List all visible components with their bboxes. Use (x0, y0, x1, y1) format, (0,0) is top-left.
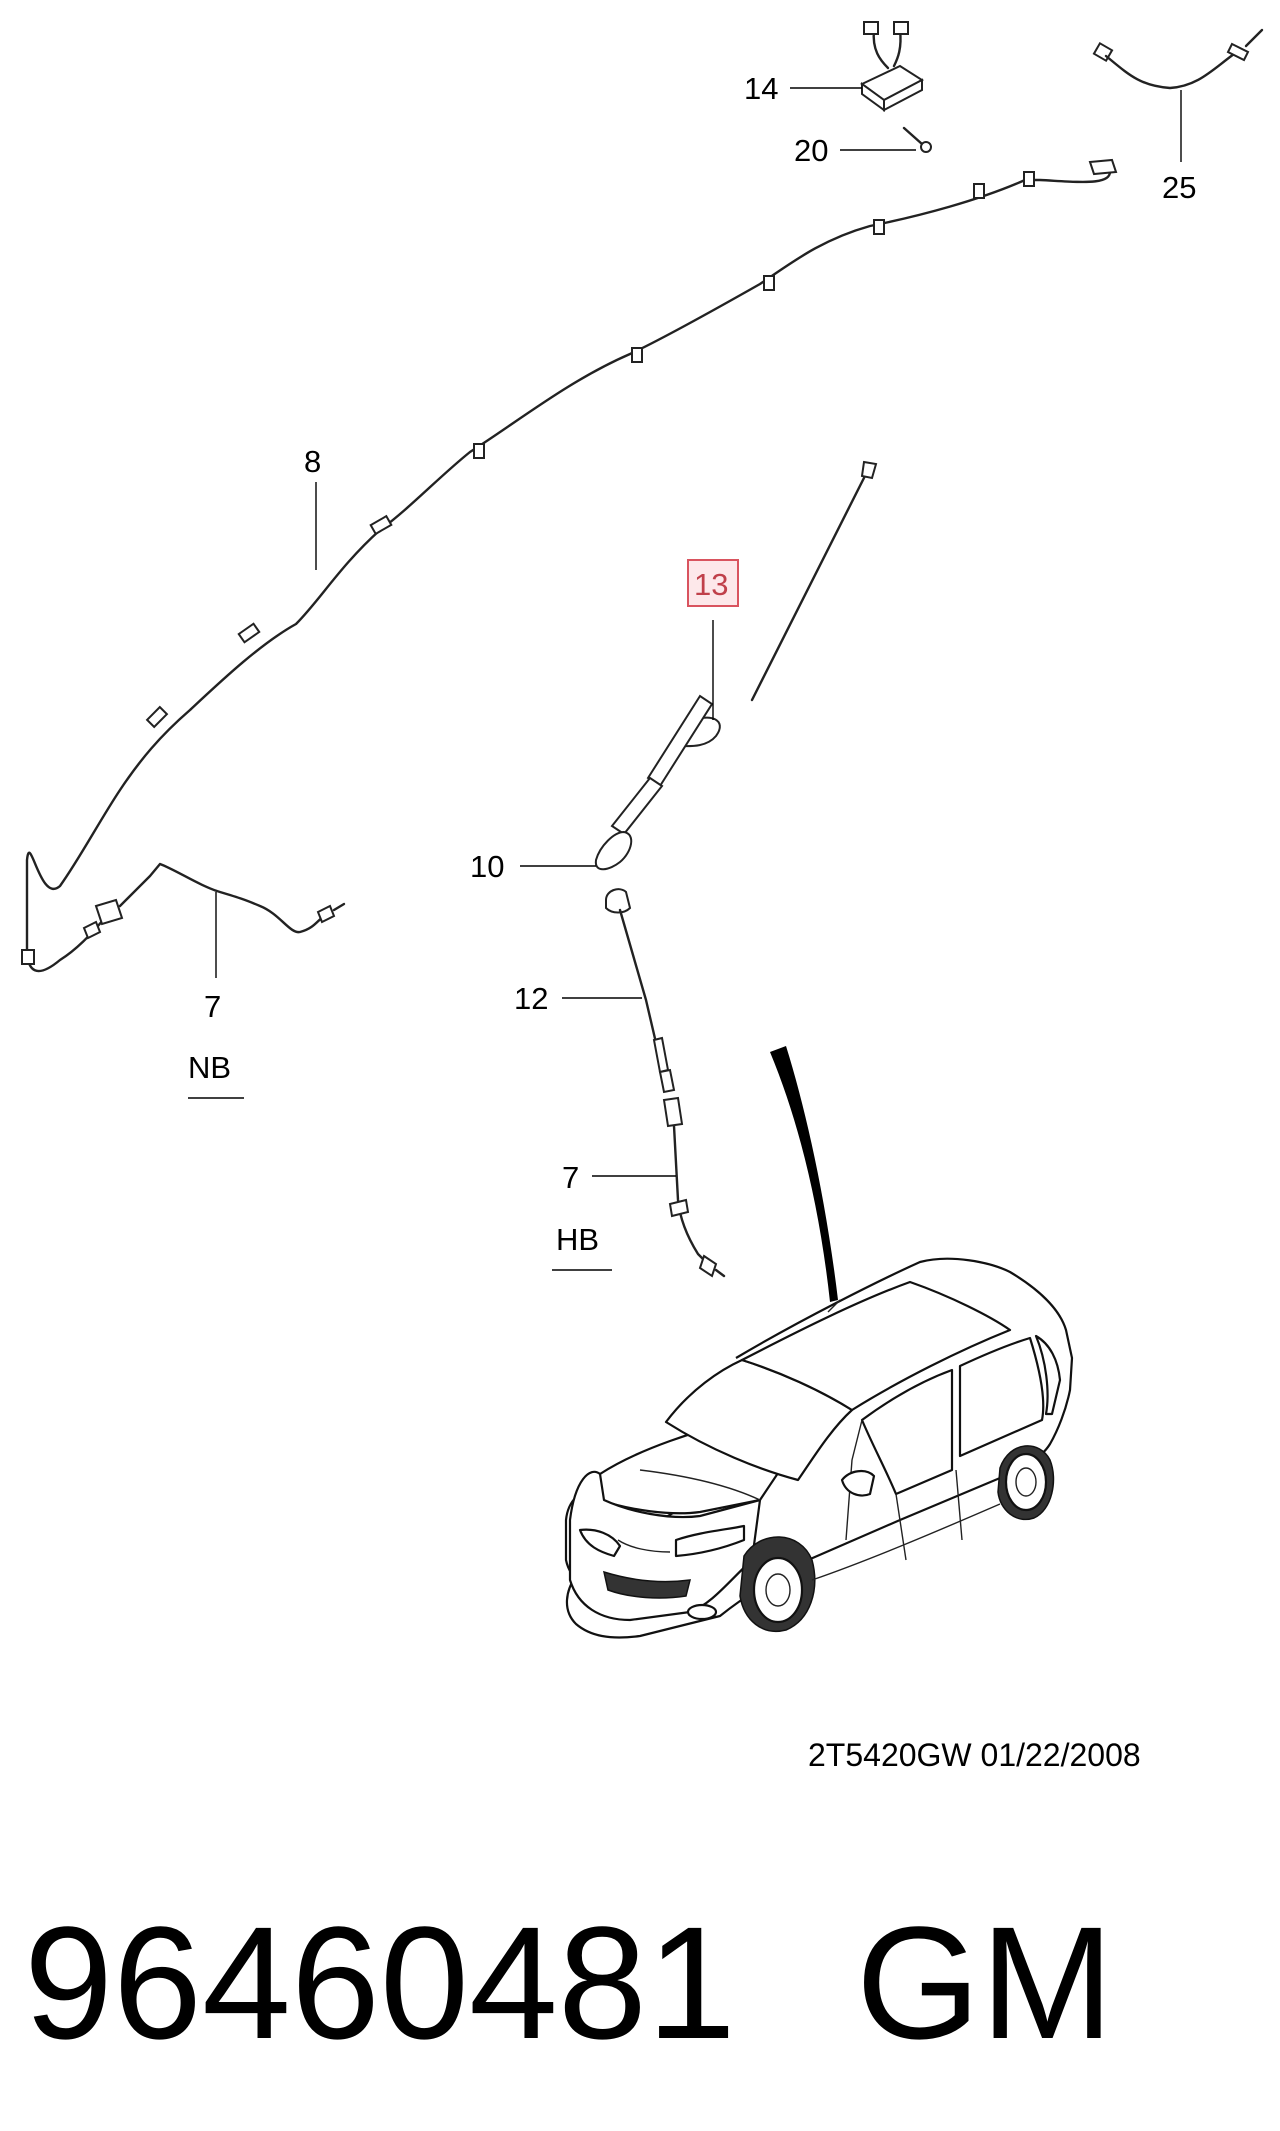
cable-clips (21, 171, 1035, 965)
variant-nb-label: NB (188, 1050, 231, 1085)
callout-25: 25 (1162, 170, 1196, 205)
part-12-lead (605, 888, 684, 1128)
part-13-antenna-mast (594, 460, 878, 871)
callout-12: 12 (514, 981, 548, 1016)
callout-7-nb: 7 (204, 989, 221, 1024)
part-25-cable (1092, 28, 1264, 90)
part-20-screw (902, 126, 932, 153)
part-7-hb-cable (668, 1124, 726, 1278)
part-14-module (860, 21, 924, 112)
callout-7-hb: 7 (562, 1160, 579, 1195)
callout-8: 8 (304, 444, 321, 479)
variant-hb-label: HB (556, 1222, 599, 1257)
callout-14: 14 (744, 71, 778, 106)
part-number: 96460481 (24, 1893, 736, 2072)
part-7-nb-cable (82, 862, 346, 940)
part-8-cable (21, 158, 1118, 973)
callout-10: 10 (470, 849, 504, 884)
location-pointer (770, 1046, 838, 1302)
hatchback-car-illustration (564, 1257, 1074, 1639)
brand-name: GM (856, 1893, 1114, 2072)
callout-20: 20 (794, 133, 828, 168)
drawing-reference: 2T5420GW 01/22/2008 (808, 1737, 1141, 1773)
callout-13-highlight (687, 559, 739, 607)
callout-13[interactable]: 13 (694, 567, 728, 602)
